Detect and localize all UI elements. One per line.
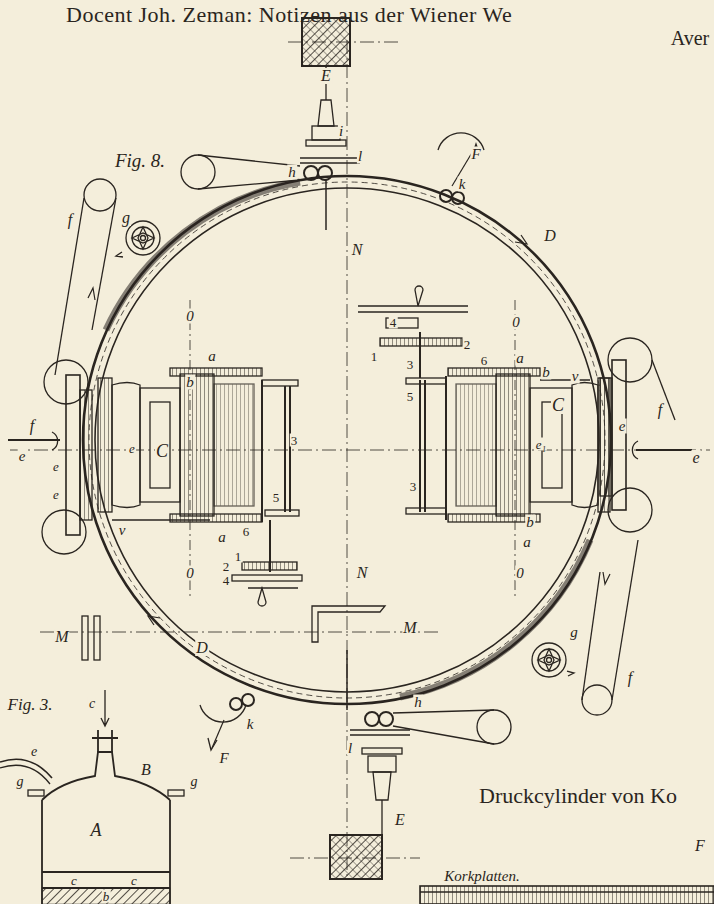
part-letter: v	[571, 369, 580, 384]
part-letter: 3	[409, 480, 418, 493]
part-letter: f	[29, 418, 35, 434]
part-letter: N	[351, 242, 364, 258]
part-letter: k	[246, 717, 255, 732]
part-letter: e	[52, 460, 60, 473]
page-header: Docent Joh. Zeman: Notizen aus der Wiene…	[66, 4, 512, 26]
part-letter: v	[118, 523, 127, 538]
part-letter: e	[128, 442, 136, 455]
part-letter: e	[18, 449, 27, 464]
part-letter: F	[218, 751, 229, 766]
part-letter: 0	[515, 566, 525, 581]
part-letter: M	[54, 629, 69, 645]
part-letter: 1	[234, 550, 243, 563]
part-letter: e	[691, 450, 700, 466]
part-letter: g	[121, 210, 131, 226]
part-letter: g	[16, 775, 25, 789]
part-letter: 4	[389, 316, 398, 329]
part-letter: f	[67, 212, 73, 228]
part-letter: 3	[290, 434, 299, 447]
part-letter: e	[30, 745, 38, 759]
part-letter: c	[130, 874, 138, 887]
part-letter: e	[52, 488, 60, 501]
part-letter: 5	[406, 390, 415, 403]
part-letter: k	[458, 177, 467, 192]
part-letter: C	[155, 442, 169, 460]
part-letter: c	[88, 697, 96, 711]
part-letter: e₁	[535, 438, 547, 451]
part-letter: f	[657, 402, 663, 418]
part-letter: g	[569, 625, 579, 640]
part-letter: h	[413, 695, 423, 710]
part-letter: g	[190, 775, 199, 789]
part-letter: 0	[185, 309, 195, 324]
caption-text: Korkplatten.	[443, 869, 520, 884]
caption-text: Fig. 8.	[114, 151, 166, 170]
part-letter: 0	[185, 566, 195, 581]
part-letter: c	[70, 874, 78, 887]
part-letter: a	[217, 530, 227, 545]
part-letter: 2	[222, 560, 231, 573]
part-letter: a	[522, 535, 532, 550]
part-letter: b	[525, 515, 535, 530]
part-letter: a	[515, 351, 525, 366]
part-letter: l	[347, 741, 353, 756]
part-letter: l	[357, 149, 363, 164]
part-letter: E	[394, 812, 406, 828]
part-letter: F	[694, 838, 706, 854]
part-letter: h	[287, 165, 297, 180]
caption-text: Aver	[670, 28, 711, 48]
part-letter: 0	[511, 315, 521, 330]
part-letter: 1	[370, 350, 379, 363]
part-letter: b	[102, 890, 111, 903]
part-letter: 6	[480, 354, 489, 367]
part-letter: F	[470, 147, 481, 162]
part-letter: D	[543, 228, 557, 244]
part-letter: a	[207, 349, 217, 364]
part-letter: M	[402, 620, 417, 636]
part-letter: 5	[272, 491, 281, 504]
part-letter: b	[541, 365, 551, 380]
part-letter: 4	[222, 574, 231, 587]
part-letter: A	[90, 821, 103, 839]
caption-text: Druckcylinder von Ko	[478, 785, 678, 807]
part-letter: 2	[463, 338, 472, 351]
part-letter: N	[356, 565, 369, 581]
part-letter: C	[551, 396, 565, 414]
part-letter: e	[618, 419, 627, 434]
caption-text: Fig. 3.	[7, 696, 54, 713]
part-letter: D	[195, 640, 209, 656]
part-letter: i	[338, 124, 344, 139]
part-letter: f	[627, 670, 633, 686]
part-letter: 6	[242, 525, 251, 538]
part-letter: 3	[406, 358, 415, 371]
part-letter: b	[185, 375, 195, 390]
part-letter: B	[140, 762, 152, 778]
part-letter: E	[320, 68, 332, 84]
